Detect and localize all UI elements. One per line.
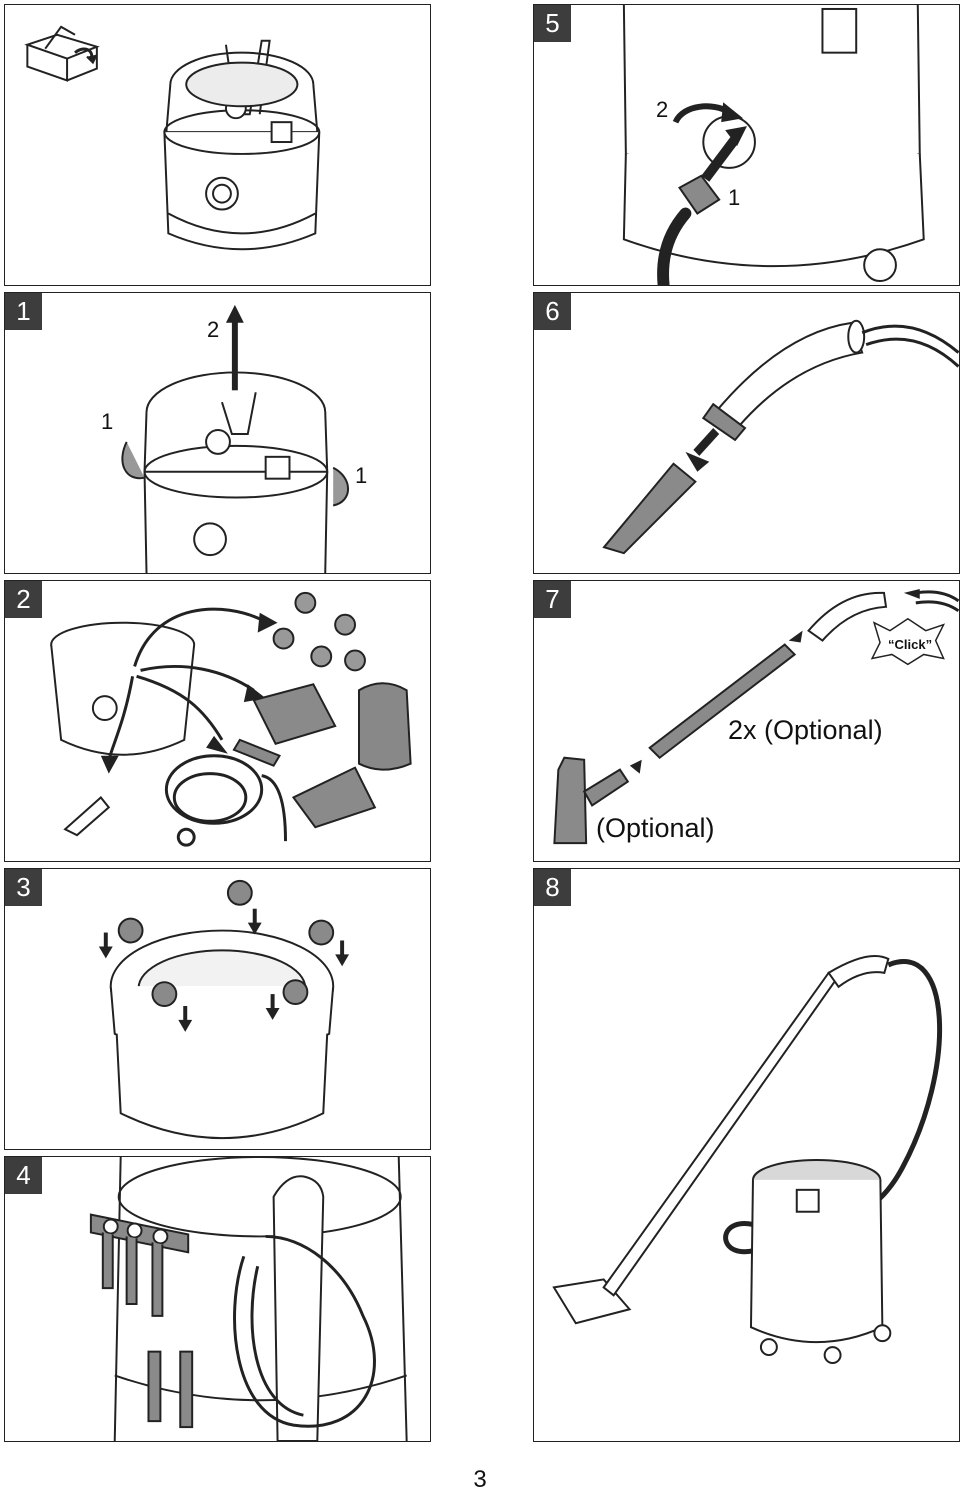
panel-step-4: 4 bbox=[4, 1156, 431, 1442]
step-badge: 4 bbox=[5, 1157, 42, 1194]
panel-step-5: 5 2 1 bbox=[533, 4, 960, 286]
step-6-illustration bbox=[602, 319, 959, 555]
step-8-illustration bbox=[552, 955, 943, 1365]
step-badge: 5 bbox=[534, 5, 571, 42]
step-7-illustration bbox=[553, 588, 959, 845]
callout-2: 2 bbox=[656, 97, 669, 122]
step-3-illustration bbox=[98, 879, 350, 1139]
callout-1: 1 bbox=[728, 185, 741, 210]
step-badge: 8 bbox=[534, 869, 571, 906]
panel-step-2: 2 bbox=[4, 580, 431, 862]
step-4-illustration bbox=[89, 1157, 408, 1441]
step-badge: 2 bbox=[5, 581, 42, 618]
step-2-illustration bbox=[50, 591, 412, 847]
unpack-illustration bbox=[24, 25, 321, 251]
page-number: 3 bbox=[473, 1466, 487, 1493]
unpack-box-icon bbox=[24, 25, 100, 82]
panel-step-8: 8 bbox=[533, 868, 960, 1442]
panel-unpack bbox=[4, 4, 431, 286]
callout-1-right: 1 bbox=[355, 463, 368, 488]
step-badge: 6 bbox=[534, 293, 571, 330]
panel-step-6: 6 bbox=[533, 292, 960, 574]
step-5-illustration bbox=[622, 5, 925, 285]
callout-2: 2 bbox=[207, 317, 220, 342]
panel-step-7: 7 “Click” 2x (Optional) (Optional) bbox=[533, 580, 960, 862]
click-label: “Click” bbox=[888, 637, 933, 652]
optional-2x-label: 2x (Optional) bbox=[728, 715, 883, 745]
callout-1-left: 1 bbox=[101, 409, 114, 434]
step-badge: 7 bbox=[534, 581, 571, 618]
optional-label: (Optional) bbox=[596, 813, 715, 843]
panel-step-1: 1 2 1 1 bbox=[4, 292, 431, 574]
step-1-illustration bbox=[121, 304, 349, 573]
step-badge: 3 bbox=[5, 869, 42, 906]
step-badge: 1 bbox=[5, 293, 42, 330]
panel-step-3: 3 bbox=[4, 868, 431, 1150]
